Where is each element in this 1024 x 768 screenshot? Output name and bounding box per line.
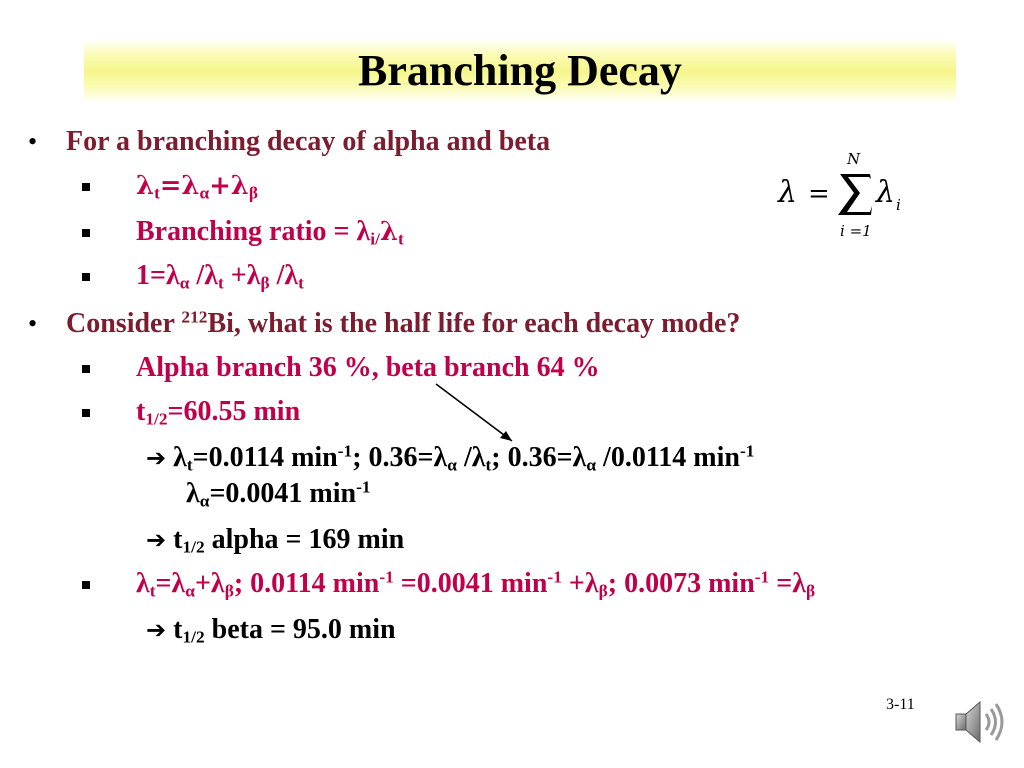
sub-bullet-branches: Alpha branch 36 %, beta branch 64 % bbox=[136, 352, 600, 383]
arrow-right-icon: ➔ bbox=[146, 616, 167, 644]
formula-lambda-i: λ bbox=[875, 175, 895, 210]
square-bullet bbox=[82, 183, 90, 191]
square-bullet bbox=[82, 229, 90, 237]
title-band bbox=[84, 40, 956, 102]
formula-upper-limit: N bbox=[846, 150, 861, 168]
sub-bullet-lambda-beta: λt=λα+λβ; 0.0114 min-1 =0.0041 min-1 +λβ… bbox=[136, 567, 816, 601]
square-bullet bbox=[82, 581, 90, 589]
calc-line-alpha-half-life: ➔ t1/2 alpha = 169 min bbox=[146, 524, 405, 557]
bullet-branching-decay: For a branching decay of alpha and beta bbox=[66, 126, 551, 157]
summation-formula: λ = N i =1 λ i bbox=[777, 150, 901, 240]
arrow-right-icon: ➔ bbox=[146, 444, 167, 472]
slide-number: 3-11 bbox=[886, 696, 915, 713]
formula-equals: = bbox=[808, 179, 830, 209]
square-bullet bbox=[82, 409, 90, 417]
speaker-icon[interactable] bbox=[952, 694, 1008, 750]
sub-bullet-half-life: t1/2=60.55 min bbox=[136, 396, 301, 429]
bullet-dot: • bbox=[28, 127, 38, 156]
arrow-right-icon: ➔ bbox=[146, 526, 167, 554]
sigma-symbol bbox=[838, 174, 872, 215]
calc-line-lambda-alpha-value: λα=0.0041 min-1 bbox=[186, 477, 371, 511]
bullet-consider-bi: Consider 212Bi, what is the half life fo… bbox=[66, 307, 741, 339]
formula-lambda: λ bbox=[777, 175, 797, 210]
calc-line-lambda-alpha: ➔ λt=0.0114 min-1; 0.36=λα /λt; 0.36=λα … bbox=[146, 441, 755, 475]
formula-lower-limit: i =1 bbox=[840, 222, 872, 240]
square-bullet bbox=[82, 273, 90, 281]
sub-bullet-ratio-sum: 1=λα /λt +λβ /λt bbox=[136, 260, 304, 293]
slide-title: Branching Decay bbox=[358, 46, 682, 95]
sub-bullet-lambda-total: λt=λα+λβ bbox=[136, 171, 258, 203]
bullet-dot: • bbox=[28, 309, 38, 338]
square-bullet bbox=[82, 365, 90, 373]
calc-line-beta-half-life: ➔ t1/2 beta = 95.0 min bbox=[146, 614, 396, 647]
sub-bullet-branching-ratio: Branching ratio = λi/λt bbox=[136, 216, 404, 249]
formula-subscript-i: i bbox=[896, 196, 901, 214]
